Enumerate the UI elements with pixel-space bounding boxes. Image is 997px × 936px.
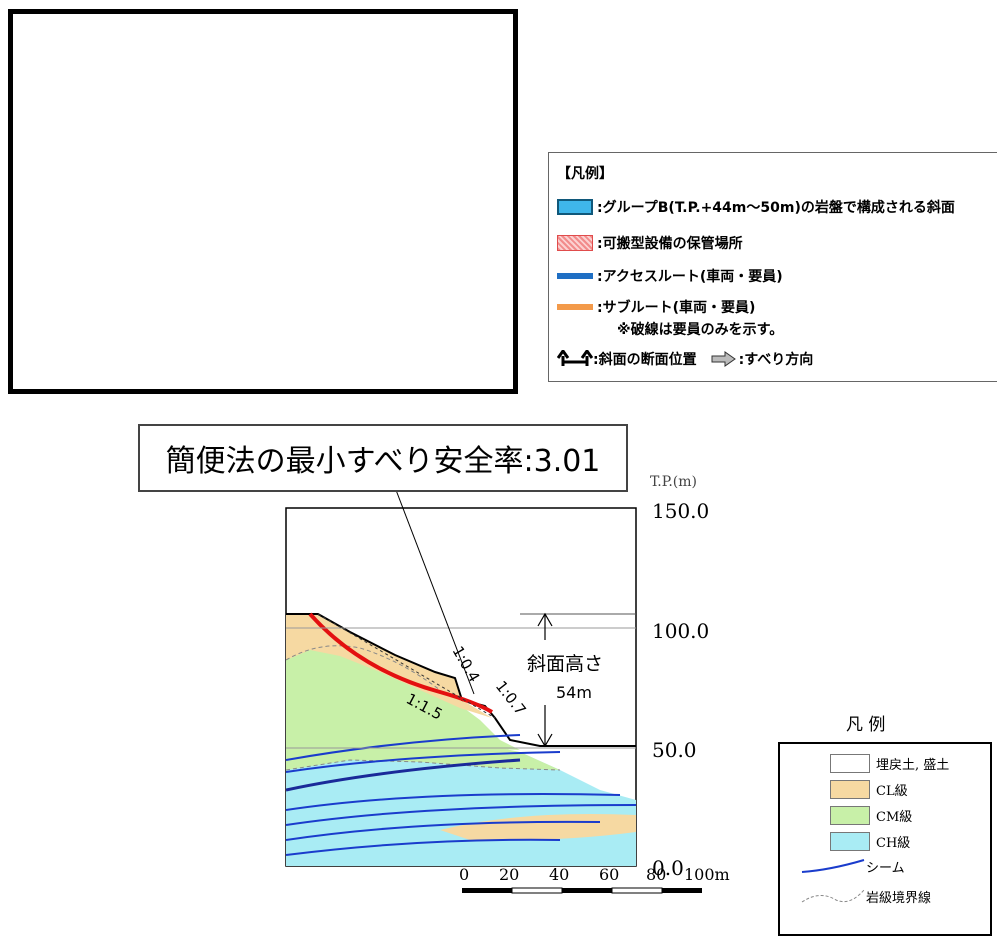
slope-height-label: 斜面高さ	[527, 653, 603, 675]
legend-item-slope-label: :グループB(T.P.+44m～50m)の岩盤で構成される斜面	[597, 200, 955, 216]
slide-direction-arrow-icon	[711, 351, 736, 367]
elevation-tick-150: 150.0	[652, 499, 709, 523]
seam-line-3	[286, 758, 521, 792]
sub-route-swatch	[557, 304, 593, 310]
legend-item-access: :アクセスルート(車両・要員)	[557, 266, 783, 286]
slope-gradient-line	[317, 613, 496, 719]
legend-bottom: 埋戻土, 盛土 CL級 CM級 CH級 シーム 岩級境界線	[778, 742, 992, 936]
seam-line-2	[286, 751, 561, 773]
slope-height-value: 54m	[556, 683, 592, 702]
seam-line-4	[286, 793, 621, 811]
legend-bottom-cl-label: CL級	[876, 784, 908, 799]
seam-line-7	[286, 838, 561, 856]
scale-tick-60: 60	[599, 865, 619, 884]
section-position-label: :斜面の断面位置	[593, 352, 697, 368]
legend-item-section: :斜面の断面位置 :すべり方向	[557, 349, 813, 369]
elevation-unit: T.P.(m)	[650, 474, 697, 490]
scale-bar	[462, 888, 702, 893]
legend-top: 【凡例】 :グループB(T.P.+44m～50m)の岩盤で構成される斜面 :可搬…	[548, 152, 997, 382]
label-leader-line	[395, 489, 475, 695]
seam-line-5	[286, 804, 636, 826]
legend-item-subroute: :サブルート(車両・要員)	[557, 297, 755, 317]
legend-bottom-fill: 埋戻土, 盛土	[830, 754, 949, 773]
storage-swatch	[557, 235, 593, 251]
seam-line-6	[286, 820, 601, 841]
safety-factor-box: 簡便法の最小すべり安全率:3.01	[138, 424, 628, 492]
section-position-icon	[557, 350, 593, 366]
legend-bottom-cm-label: CM級	[876, 810, 913, 825]
legend-bottom-boundary-label: 岩級境界線	[866, 890, 932, 906]
arrowhead-down-icon	[537, 733, 553, 748]
legend-note: ※破線は要員のみを示す。	[617, 322, 784, 338]
seam-line-1	[286, 734, 521, 761]
critical-slip-surface	[308, 612, 494, 714]
legend-item-subroute-label: :サブルート(車両・要員)	[597, 300, 756, 316]
scale-tick-40: 40	[549, 865, 569, 884]
legend-bottom-ch: CH級	[830, 832, 910, 851]
cm-swatch	[830, 806, 870, 825]
fill-swatch	[830, 754, 870, 773]
legend-bottom-seam-label: シーム	[866, 860, 905, 876]
cl-swatch	[830, 780, 870, 799]
legend-bottom-title: 凡 例	[846, 715, 885, 735]
rock-boundary-line-lower	[286, 759, 561, 771]
scale-bar-segment	[511, 887, 563, 894]
ground-surface-line	[286, 613, 636, 747]
arrowhead-up-icon	[537, 612, 553, 627]
scale-tick-20: 20	[499, 865, 519, 884]
cl-class-lens	[440, 814, 636, 841]
safety-factor-label: 簡便法の最小すべり安全率:3.01	[165, 444, 601, 479]
legend-bottom-cm: CM級	[830, 806, 912, 825]
slide-direction-label: :すべり方向	[738, 352, 814, 368]
scale-tick-0: 0	[459, 865, 469, 884]
scale-tick-80: 80	[646, 865, 666, 884]
legend-bottom-seam: シーム	[800, 856, 905, 876]
elevation-tick-100: 100.0	[652, 619, 709, 643]
seam-line-icon	[801, 859, 865, 873]
legend-top-title: 【凡例】	[557, 166, 613, 182]
legend-item-storage-label: :可搬型設備の保管場所	[597, 236, 743, 252]
elevation-tick-50: 50.0	[652, 738, 697, 762]
legend-item-slope: :グループB(T.P.+44m～50m)の岩盤で構成される斜面	[557, 197, 955, 217]
legend-item-access-label: :アクセスルート(車両・要員)	[597, 269, 783, 285]
legend-bottom-fill-label: 埋戻土, 盛土	[876, 758, 950, 773]
scale-bar-segment-2	[611, 887, 663, 894]
legend-bottom-ch-label: CH級	[876, 836, 911, 851]
rock-boundary-line	[286, 645, 441, 691]
legend-bottom-cl: CL級	[830, 780, 908, 799]
scale-tick-100m: 100m	[684, 865, 730, 884]
boundary-line-icon	[801, 889, 865, 903]
ch-swatch	[830, 832, 870, 851]
access-route-swatch	[557, 273, 593, 279]
legend-bottom-boundary: 岩級境界線	[800, 886, 931, 906]
legend-item-storage: :可搬型設備の保管場所	[557, 233, 743, 253]
slope-swatch	[557, 199, 593, 215]
elevation-tick-0: 0.0	[652, 856, 684, 880]
cm-class-zone-upper	[286, 645, 520, 750]
map-frame	[8, 9, 518, 394]
